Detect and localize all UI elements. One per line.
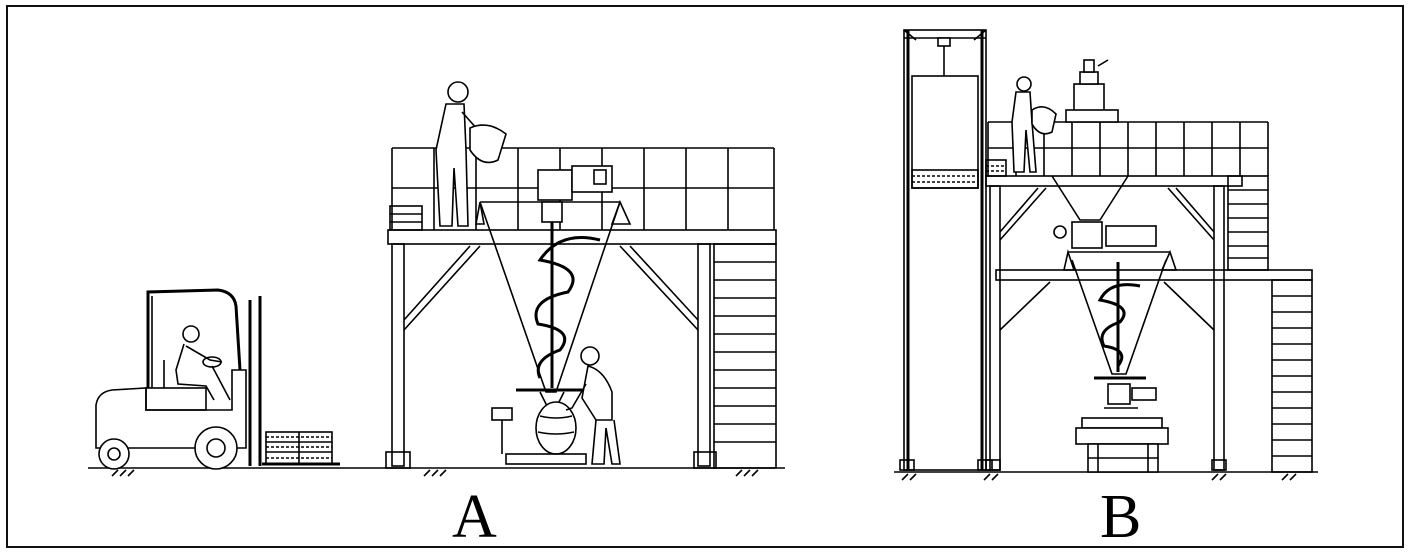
stairs-a (713, 243, 777, 469)
vacuum-feeder (1065, 59, 1119, 123)
forklift-icon (95, 288, 340, 470)
ground-hatch-a (111, 469, 759, 477)
worker-icon (565, 346, 621, 465)
conical-screw-mixer-icon (475, 165, 632, 409)
platform-b-lower (985, 185, 1313, 473)
worker-icon (1011, 76, 1057, 173)
conical-screw-mixer-icon (1053, 221, 1178, 409)
figure-label-a: A (452, 483, 497, 551)
ground-hatch-b (901, 473, 1297, 481)
scene-b (894, 29, 1318, 481)
bag-scale (491, 401, 587, 465)
hopper-funnel (1051, 175, 1129, 221)
scene-a (88, 81, 785, 477)
figure-label-b: B (1100, 483, 1142, 551)
worker-icon (435, 81, 507, 227)
pallet-boxes (265, 431, 333, 465)
diagram-frame (6, 5, 1404, 548)
worker-icon (163, 325, 231, 401)
packing-machine (1075, 417, 1169, 473)
hoist-tower (899, 29, 993, 471)
